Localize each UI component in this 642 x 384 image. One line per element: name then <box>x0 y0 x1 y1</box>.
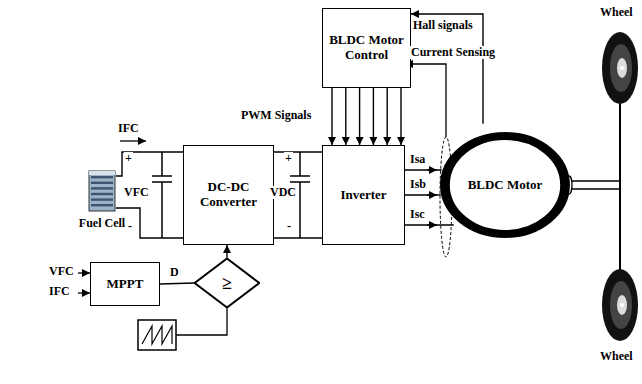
polarity-sign: - <box>127 220 133 233</box>
current-label: Isb <box>409 178 427 191</box>
signal-arrow <box>226 245 227 258</box>
node-text: Inverter <box>337 188 389 203</box>
controller-box: BLDC Motor Control <box>322 8 411 88</box>
wire <box>274 237 322 238</box>
signal-arrow <box>345 88 346 145</box>
part-name: Fuel Cell <box>79 217 125 231</box>
comparator-diamond: ≥ <box>194 258 260 308</box>
voltage-label: VFC <box>123 186 150 199</box>
motor-circle: BLDC Motor <box>440 132 570 238</box>
current-label: Isa <box>409 153 426 166</box>
node-text: MPPT <box>104 277 147 292</box>
polarity-sign: - <box>286 220 292 233</box>
signal-arrow <box>331 88 332 145</box>
current-label: IFC <box>117 122 140 135</box>
signal-arrow <box>359 88 360 145</box>
inverter-box: Inverter <box>322 145 405 245</box>
part-name: Wheel <box>599 350 634 363</box>
sawtooth-box <box>138 320 176 350</box>
voltage-label: VFC <box>48 265 75 278</box>
node-text: ≥ <box>219 273 235 294</box>
wire <box>160 283 194 284</box>
wire <box>405 224 454 225</box>
node-text: DC-DC Converter <box>184 180 273 210</box>
signal-arrow <box>373 88 374 145</box>
carrier-wire <box>176 308 227 335</box>
wire <box>405 169 442 170</box>
fuel-cell: Fuel Cell <box>88 170 116 212</box>
wheel-drawing <box>602 269 638 341</box>
current-arrow <box>120 140 146 141</box>
wire <box>405 194 441 195</box>
signal-name: PWM Signals <box>240 109 312 122</box>
signal-arrow <box>387 88 388 145</box>
polarity-sign: + <box>284 152 293 165</box>
current-label: IFC <box>48 285 71 298</box>
wire <box>274 151 322 152</box>
signal-name: Current Sensing <box>410 46 496 59</box>
edge-label: Hall signals <box>412 19 474 32</box>
input-arrow <box>78 272 90 273</box>
wire <box>116 152 183 176</box>
sensing-wire <box>405 64 446 137</box>
input-arrow <box>78 292 90 293</box>
polarity-sign: + <box>124 152 133 165</box>
fuel-cell-icon <box>88 170 116 212</box>
voltage-label: VDC <box>269 186 297 199</box>
wheel-drawing <box>602 32 638 104</box>
converter-box: DC-DC Converter <box>183 145 274 245</box>
part-name: Wheel <box>599 6 634 19</box>
node-text: BLDC Motor <box>465 178 546 193</box>
sawtooth-symbol <box>142 326 172 344</box>
current-label: Isc <box>409 208 426 221</box>
capacitor-symbol <box>152 152 172 238</box>
phase-current-arrow <box>427 170 437 225</box>
node-text: BLDC Motor Control <box>323 33 410 63</box>
signal-arrow <box>411 14 483 124</box>
edge-label: D <box>169 266 180 279</box>
signal-arrow <box>400 88 401 145</box>
wire <box>116 208 183 238</box>
mppt-box: MPPT <box>90 262 160 306</box>
axle <box>619 100 621 272</box>
